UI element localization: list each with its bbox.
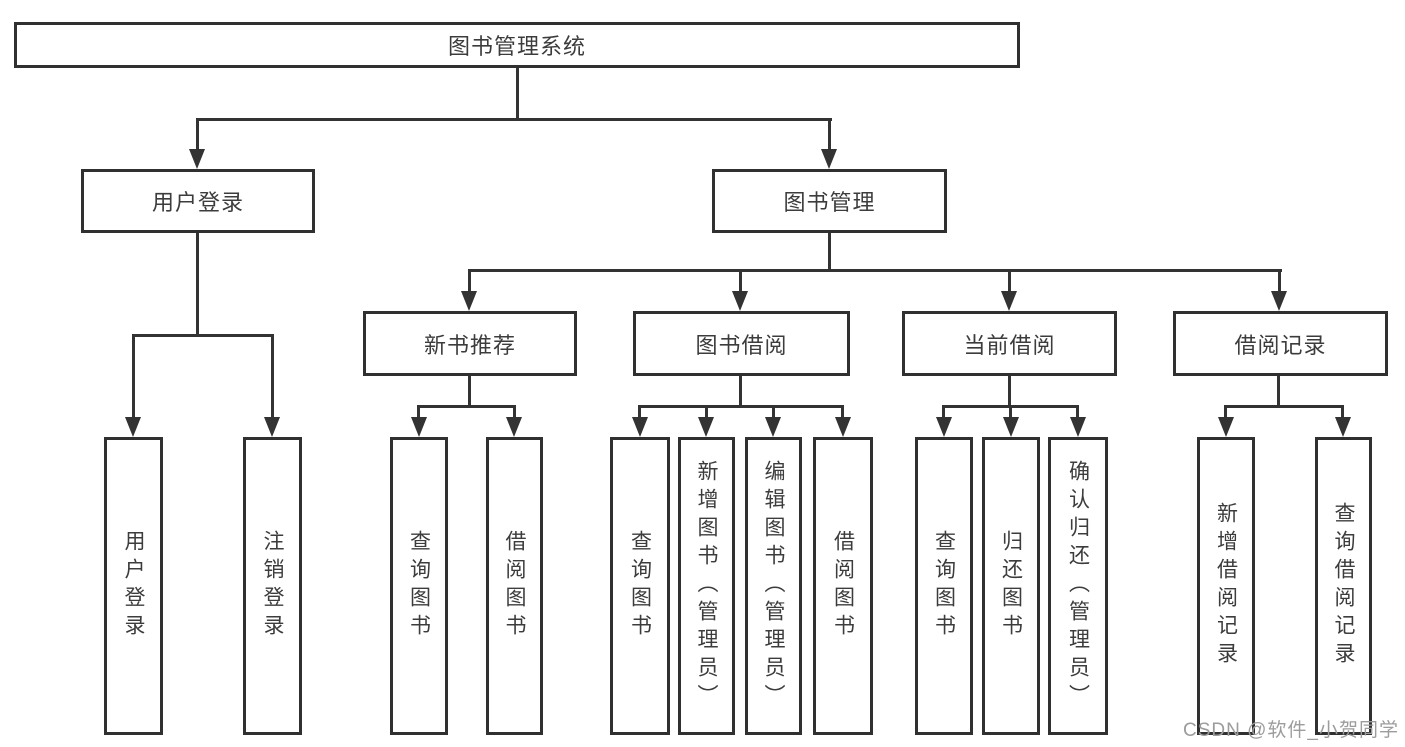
arrowhead-down-icon [1218,417,1234,437]
connector-line [516,68,519,120]
connector-line [196,233,199,337]
node-label: 新增图书（管理员） [695,460,718,712]
arrowhead-down-icon [1070,417,1086,437]
connector-line [132,334,135,418]
connector-line [196,118,832,121]
connector-line [739,376,742,407]
arrowhead-down-icon [461,291,477,311]
arrowhead-down-icon [1003,417,1019,437]
arrowhead-down-icon [821,149,837,169]
node-label: 确认归还（管理员） [1066,460,1090,712]
connector-line [1277,376,1280,407]
node-label: 图书管理系统 [447,34,586,59]
arrowhead-down-icon [125,417,141,437]
node-label: 查询图书 [628,530,652,642]
arrowhead-down-icon [765,417,781,437]
leaf-confirm-return-admin: 确认归还（管理员） [1048,437,1108,735]
node-label: 图书借阅 [695,332,788,358]
leaf-add-book-admin: 新增图书（管理员） [678,437,735,735]
connector-line [1008,269,1011,293]
arrowhead-down-icon [1335,417,1351,437]
arrowhead-down-icon [411,417,427,437]
leaf-add-borrow-record: 新增借阅记录 [1197,437,1255,735]
node-current-borrowing: 当前借阅 [902,311,1117,376]
node-label: 查询图书 [932,530,956,642]
connector-line [196,118,199,152]
connector-line [468,269,1282,272]
node-label: 编辑图书（管理员） [762,460,785,712]
node-label: 查询借阅记录 [1332,502,1355,670]
node-label: 借阅图书 [503,530,526,642]
leaf-return-books: 归还图书 [982,437,1040,735]
arrowhead-down-icon [189,149,205,169]
arrowhead-down-icon [835,417,851,437]
node-label: 新书推荐 [423,332,516,358]
node-label: 用户登录 [151,190,244,215]
leaf-edit-book-admin: 编辑图书（管理员） [745,437,802,735]
connector-line [739,269,742,293]
connector-line [1224,405,1227,418]
connector-line [513,405,516,418]
node-label: 归还图书 [999,530,1023,642]
csdn-watermark: CSDN @软件_小贺同学 [1183,720,1399,741]
node-book-management: 图书管理 [712,169,947,233]
connector-line [1224,405,1344,408]
node-label: 注销登录 [261,530,284,642]
connector-line [1076,405,1079,418]
leaf-query-books-3: 查询图书 [915,437,973,735]
connector-line [132,334,274,337]
connector-line [638,405,641,418]
arrowhead-down-icon [936,417,952,437]
connector-line [828,233,831,272]
arrowhead-down-icon [698,417,714,437]
connector-line [1341,405,1344,418]
connector-line [942,405,945,418]
node-new-book-recommend: 新书推荐 [363,311,577,376]
connector-line [271,334,274,418]
leaf-query-books-1: 查询图书 [390,437,448,735]
node-label: 图书管理 [783,190,876,215]
connector-line [828,118,831,152]
node-book-borrowing: 图书借阅 [633,311,850,376]
connector-line [468,376,471,407]
leaf-user-login: 用户登录 [104,437,163,735]
connector-line [468,269,471,293]
arrowhead-down-icon [732,291,748,311]
leaf-query-books-2: 查询图书 [610,437,670,735]
node-label: 查询图书 [407,530,431,642]
node-label: 新增借阅记录 [1214,502,1238,670]
node-library-management-system: 图书管理系统 [14,22,1020,68]
node-label: 借阅记录 [1234,332,1327,358]
connector-line [417,405,420,418]
node-label: 当前借阅 [963,332,1056,358]
connector-line [705,405,708,418]
leaf-borrow-books-1: 借阅图书 [486,437,543,735]
connector-line [1008,376,1011,407]
connector-line [417,405,516,408]
connector-line [638,405,844,408]
connector-line [1009,405,1012,418]
node-user-login: 用户登录 [81,169,315,233]
node-borrowing-records: 借阅记录 [1173,311,1388,376]
connector-line [1278,269,1281,293]
leaf-query-borrow-record: 查询借阅记录 [1315,437,1372,735]
connector-line [841,405,844,418]
node-label: 用户登录 [122,530,145,642]
leaf-logout: 注销登录 [243,437,302,735]
arrowhead-down-icon [264,417,280,437]
node-label: 借阅图书 [831,530,855,642]
leaf-borrow-books-2: 借阅图书 [813,437,873,735]
arrowhead-down-icon [1001,291,1017,311]
arrowhead-down-icon [1271,291,1287,311]
arrowhead-down-icon [506,417,522,437]
connector-line [772,405,775,418]
arrowhead-down-icon [632,417,648,437]
